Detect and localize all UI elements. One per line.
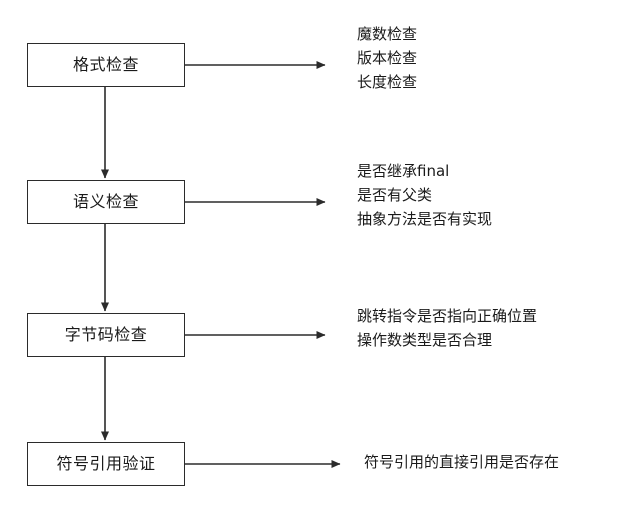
stage-node-label: 符号引用验证: [56, 454, 156, 473]
stage-node-bytecode-check[interactable]: 字节码检查: [27, 313, 185, 357]
detail-line: 跳转指令是否指向正确位置: [357, 307, 538, 325]
stage-node-label: 语义检查: [72, 192, 139, 211]
detail-line: 抽象方法是否有实现: [357, 210, 493, 228]
detail-line: 是否有父类: [357, 186, 433, 204]
stage-node-symbol-reference-check[interactable]: 符号引用验证: [27, 442, 185, 486]
detail-block-bytecode-check: 跳转指令是否指向正确位置 操作数类型是否合理: [357, 304, 537, 352]
detail-block-format-check: 魔数检查 版本检查 长度检查: [357, 22, 417, 94]
detail-line: 版本检查: [357, 49, 418, 67]
stage-node-format-check[interactable]: 格式检查: [27, 43, 185, 87]
detail-line: 操作数类型是否合理: [357, 331, 493, 349]
stage-node-label: 格式检查: [72, 55, 139, 74]
detail-line: 长度检查: [357, 73, 418, 91]
detail-line: 是否继承final: [357, 162, 450, 180]
detail-block-semantic-check: 是否继承final 是否有父类 抽象方法是否有实现: [357, 159, 492, 231]
detail-block-symbol-reference-check: 符号引用的直接引用是否存在: [364, 450, 559, 474]
detail-line: 魔数检查: [357, 25, 418, 43]
stage-node-semantic-check[interactable]: 语义检查: [27, 180, 185, 224]
stage-node-label: 字节码检查: [64, 325, 148, 344]
detail-line: 符号引用的直接引用是否存在: [364, 453, 560, 471]
